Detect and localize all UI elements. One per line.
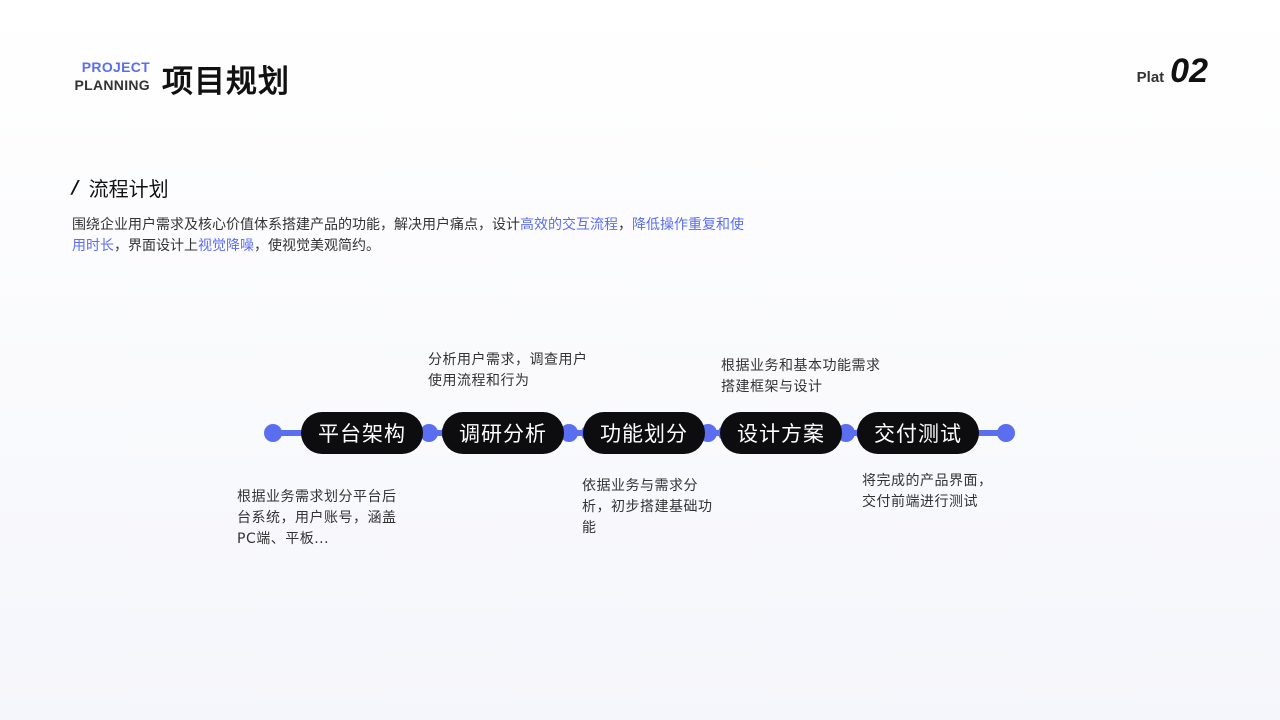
step-note-1: 根据业务需求划分平台后台系统，用户账号，涵盖PC端、平板... [237,489,397,547]
step-pill-4: 设计方案 [720,412,842,454]
section-description: 围绕企业用户需求及核心价值体系搭建产品的功能，解决用户痛点，设计高效的交互流程，… [72,215,752,257]
step-note-3: 依据业务与需求分析，初步搭建基础功能 [582,478,713,536]
desc-text-2: ， [618,217,632,233]
step-pill-2: 调研分析 [442,412,564,454]
step-pill-5: 交付测试 [857,412,979,454]
connector-dot [420,424,438,442]
slash-mark: / [72,177,79,198]
desc-highlight-3: 视觉降噪 [198,238,254,254]
brand-top-text: PROJECT [81,59,150,75]
desc-highlight-1: 高效的交互流程 [520,217,618,233]
timeline-start-dot [264,424,282,442]
step-note-4: 根据业务和基本功能需求搭建框架与设计 [721,358,881,395]
desc-highlight-2: 降低操作重复和使用时长 [72,217,744,254]
brand-bottom-text: PLANNING [74,77,150,93]
brand-logo: PROJECT PLANNING [72,58,150,94]
connector-dot [560,424,578,442]
desc-text-1: 围绕企业用户需求及核心价值体系搭建产品的功能，解决用户痛点，设计 [72,217,520,233]
page-number-badge: Plat 02 [1137,52,1208,91]
step-pill-1: 平台架构 [301,412,423,454]
section-title: / 流程计划 [72,173,169,202]
step-note-2: 分析用户需求，调查用户使用流程和行为 [428,352,588,389]
desc-text-4: ，使视觉美观简约。 [254,238,380,254]
page-title: 项目规划 [162,64,290,100]
step-note-5: 将完成的产品界面，交付前端进行测试 [862,473,993,510]
section-title-text: 流程计划 [88,177,169,201]
step-pill-3: 功能划分 [583,412,705,454]
plat-number: 02 [1170,52,1208,90]
desc-text-3: ，界面设计上 [114,238,198,254]
timeline-end-dot [997,424,1015,442]
plat-label: Plat [1136,69,1165,86]
